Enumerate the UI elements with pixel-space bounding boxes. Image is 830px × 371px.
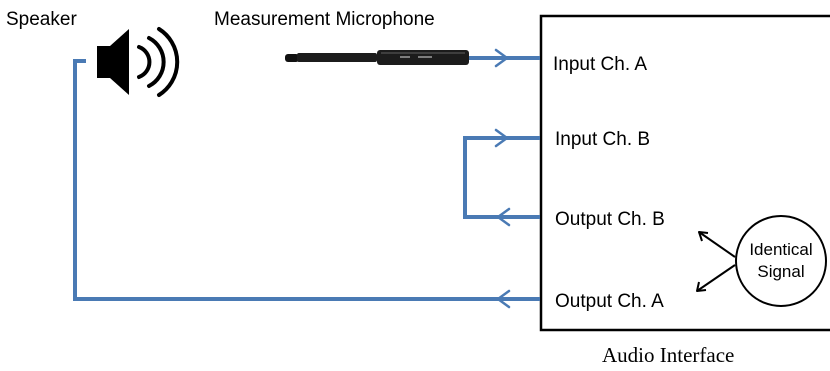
input-b-label: Input Ch. B <box>555 129 650 150</box>
input-a-label: Input Ch. A <box>553 54 647 75</box>
identical-signal-circle <box>735 215 827 307</box>
arrowhead-input-a <box>494 48 509 68</box>
output-b-label: Output Ch. B <box>555 209 665 230</box>
signal-label-line2: Signal <box>757 262 804 281</box>
arrowhead-output-b <box>496 207 511 227</box>
output-a-label: Output Ch. A <box>555 291 664 312</box>
signal-label-line1: Identical <box>749 240 812 259</box>
microphone-icon <box>285 50 469 65</box>
audio-interface-box <box>539 14 830 332</box>
wire-output-a-to-speaker <box>73 59 540 301</box>
arrowheads <box>494 48 511 309</box>
arrowhead-output-a <box>496 289 511 309</box>
signal-arrows <box>696 231 736 292</box>
wire-loopback <box>463 136 540 219</box>
microphone-label: Measurement Microphone <box>214 9 435 30</box>
arrowhead-input-b <box>494 128 509 148</box>
speaker-label: Speaker <box>6 9 77 30</box>
audio-interface-label: Audio Interface <box>602 343 734 367</box>
speaker-icon <box>97 27 180 97</box>
wires <box>73 56 540 301</box>
